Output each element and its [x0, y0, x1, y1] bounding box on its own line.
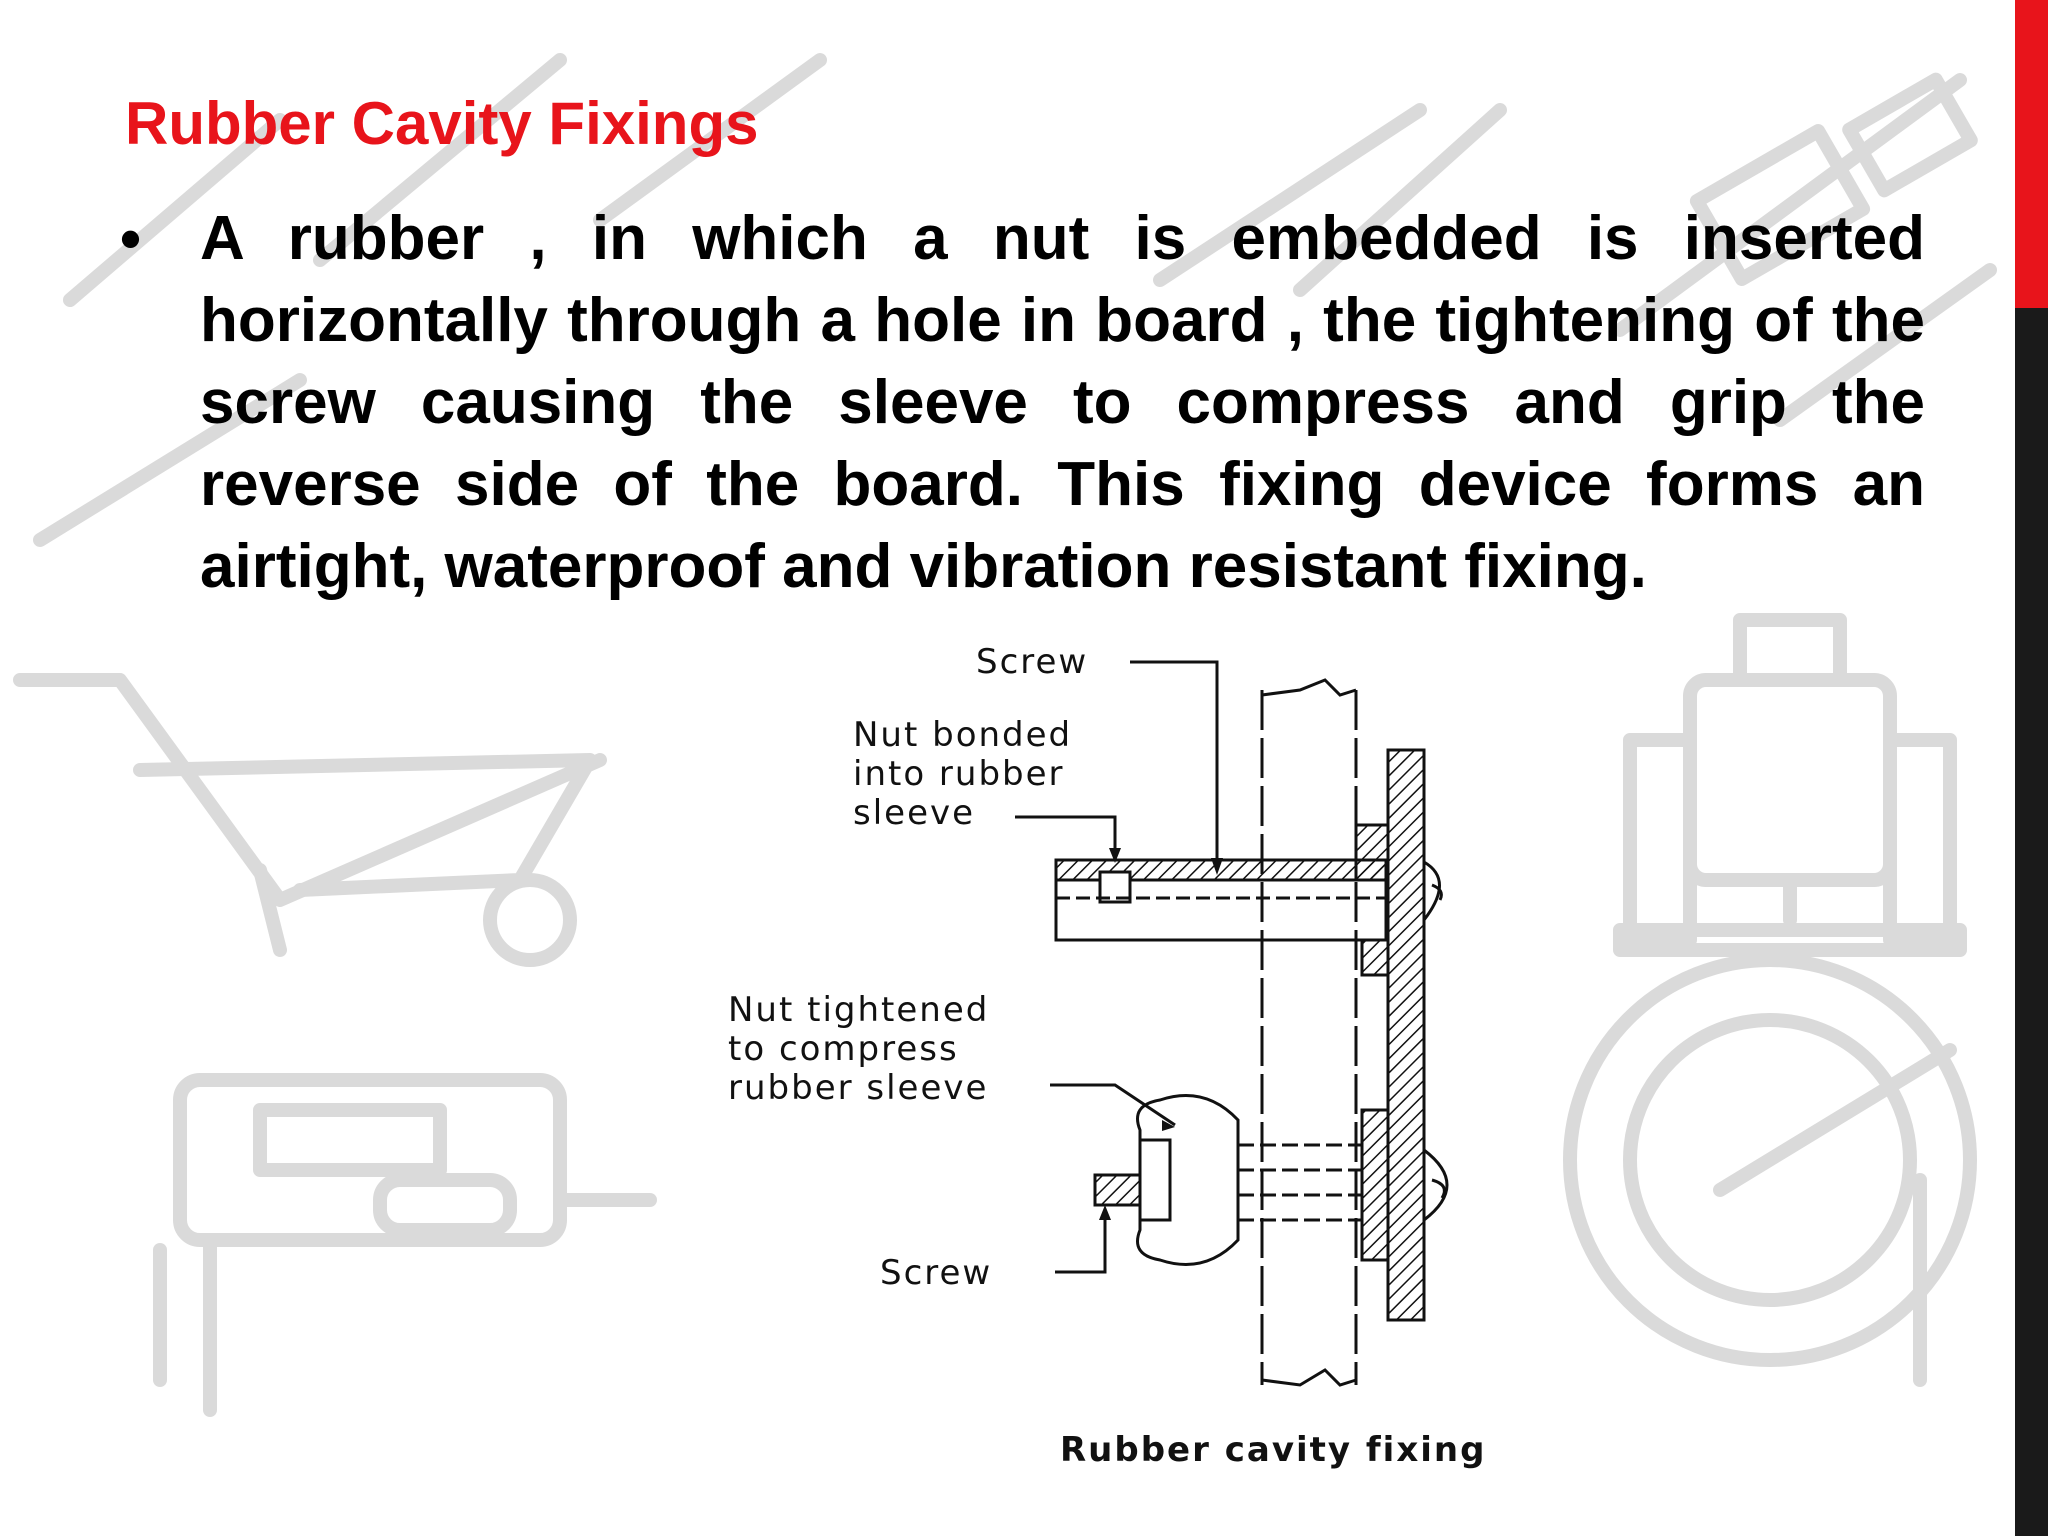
- bullet-text: A rubber , in which a nut is embedded is…: [200, 204, 1925, 601]
- wheelbarrow-icon: [13, 673, 607, 967]
- label-nut-bonded-line2: into rubber: [853, 754, 1065, 794]
- label-nut-tightened-line2: to compress: [728, 1029, 959, 1069]
- sander-icon: [1563, 953, 1977, 1387]
- slide-title: Rubber Cavity Fixings: [125, 90, 759, 157]
- label-screw-top: Screw: [976, 642, 1089, 682]
- label-screw-bottom: Screw: [880, 1253, 993, 1293]
- tools-icon: [33, 53, 1997, 547]
- screw-head-top: [1422, 860, 1441, 921]
- label-nut-tightened-line3: rubber sleeve: [728, 1068, 989, 1108]
- rubber-sleeve-compressed: [1136, 1094, 1240, 1266]
- label-nut-bonded-line1: Nut bonded: [853, 715, 1073, 755]
- jigsaw-icon: [153, 1073, 657, 1417]
- label-nut-tightened-line1: Nut tightened: [728, 990, 990, 1030]
- side-accent-red: [2015, 0, 2048, 308]
- label-nut-bonded-line3: sleeve: [853, 793, 976, 833]
- screw-head-bottom: [1423, 1148, 1449, 1222]
- router-icon: [1613, 613, 1967, 957]
- bullet-marker: •: [120, 205, 142, 272]
- figure-caption: Rubber cavity fixing: [1060, 1430, 1487, 1470]
- board: [1386, 748, 1426, 1322]
- rubber-cavity-fixing-diagram: [1015, 660, 1449, 1387]
- side-accent-dark: [2015, 308, 2048, 1536]
